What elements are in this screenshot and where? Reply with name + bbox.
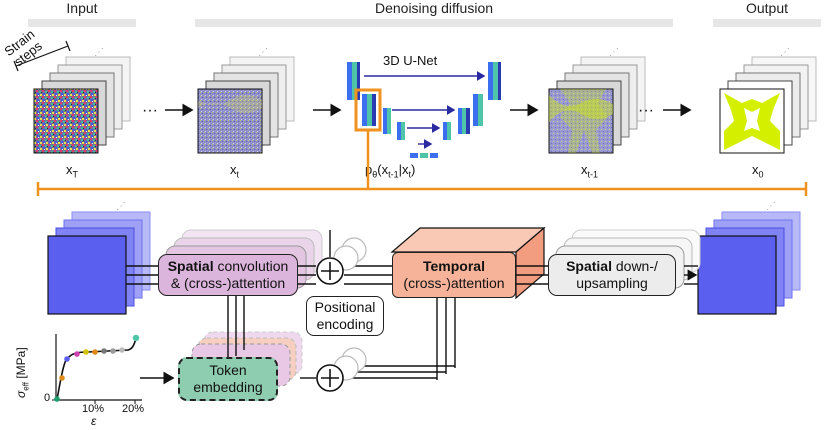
spatial-conv-line1: Spatial convolution	[168, 258, 289, 275]
svg-text:⋰: ⋰	[766, 201, 776, 212]
x-0-sub: 0	[758, 169, 764, 180]
svg-text:⋰: ⋰	[258, 47, 268, 58]
svg-text:⋰: ⋰	[116, 201, 126, 212]
xt1-volume-stack: ⋰	[548, 47, 646, 154]
stress-strain-plot	[52, 334, 142, 404]
plot-ylabel-sub: eff	[21, 382, 31, 391]
svg-text:⋰: ⋰	[94, 47, 104, 58]
denoising-header-bar	[195, 19, 673, 27]
spatial-conv-bold: Spatial	[167, 258, 214, 274]
svg-text:⋰: ⋰	[780, 47, 790, 58]
token-line1: Token	[209, 362, 247, 378]
temporal-rest: (cross-)attention	[403, 275, 505, 291]
p-open: (x	[377, 162, 389, 177]
ellipsis-2: ···	[638, 102, 654, 119]
x-T-sub: T	[72, 169, 79, 180]
plot-ylabel-sigma: σ	[14, 390, 28, 398]
unet-diagram	[347, 62, 501, 158]
input-header: Input	[66, 0, 98, 16]
ellipsis-1: ···	[142, 102, 158, 119]
spatial-conv-line2: & (cross-)attention	[170, 275, 286, 291]
output-header-bar	[713, 19, 821, 27]
x-t-sub: t	[236, 169, 240, 180]
svg-text:⋰: ⋰	[609, 47, 619, 58]
x-0-label: x0	[752, 162, 764, 180]
output-header: Output	[745, 0, 789, 16]
plot-xlabel: ε	[91, 414, 97, 428]
input-header-bar	[28, 19, 136, 27]
spatial-downsampling-block: Spatial down-/ upsampling	[548, 254, 676, 296]
plot-xtick-20: 20%	[122, 403, 145, 415]
output-feature-volume: ⋰	[697, 201, 801, 315]
zoom-bracket	[36, 130, 808, 196]
down-rest1: down-/	[611, 258, 658, 274]
plot-xtick-10: 10%	[82, 403, 105, 415]
p-t: t	[408, 169, 412, 180]
output-volume-stack: ⋰	[719, 47, 817, 154]
spatial-convolution-block: Spatial convolution & (cross-)attention	[158, 254, 298, 296]
x-t-1-label: xt-1	[581, 162, 598, 180]
input-feature-volume: ⋰	[47, 201, 151, 315]
down-line1: Spatial down-/	[566, 258, 658, 275]
spatial-conv-rest1: convolution	[213, 258, 289, 274]
token-embedding-block: Token embedding	[178, 357, 278, 401]
p-t1: t-1	[388, 169, 399, 180]
p-close: )	[411, 162, 416, 177]
x-0-base: x	[752, 162, 759, 177]
token-line2: embedding	[193, 379, 263, 395]
x-T-base: x	[66, 162, 73, 177]
plot-ytick-0: 0	[44, 392, 51, 404]
down-line2: upsampling	[576, 275, 648, 291]
plot-ylabel-unit: [MPa]	[14, 347, 28, 379]
adder-bottom	[316, 364, 344, 392]
temporal-bold-text: Temporal	[423, 258, 485, 274]
strain-steps-bracket	[13, 40, 71, 72]
temporal-bold: Temporal	[423, 258, 485, 275]
positional-line1: Positional	[314, 299, 376, 315]
plot-ylabel: σeff [MPa]	[14, 347, 30, 398]
input-volume-stack: ⋰	[33, 47, 131, 154]
x-t-label: xt	[230, 162, 239, 180]
xt-volume-stack: ⋰	[197, 47, 295, 154]
x-T-label: xT	[66, 162, 78, 180]
x-t-base: x	[230, 162, 237, 177]
unet-label: 3D U-Net	[383, 53, 438, 68]
adder-top	[316, 257, 344, 285]
temporal-attention-block: Temporal (cross-)attention	[392, 252, 516, 298]
denoising-header: Denoising diffusion	[374, 0, 494, 16]
down-bold: Spatial	[566, 258, 612, 274]
p-theta: θ	[372, 169, 378, 180]
x-t-1-sub: t-1	[587, 169, 599, 180]
x-t-1-base: x	[581, 162, 588, 177]
positional-encoding-block: Positional encoding	[306, 296, 384, 336]
p-mid: |x	[398, 162, 409, 177]
positional-line2: encoding	[316, 316, 374, 332]
